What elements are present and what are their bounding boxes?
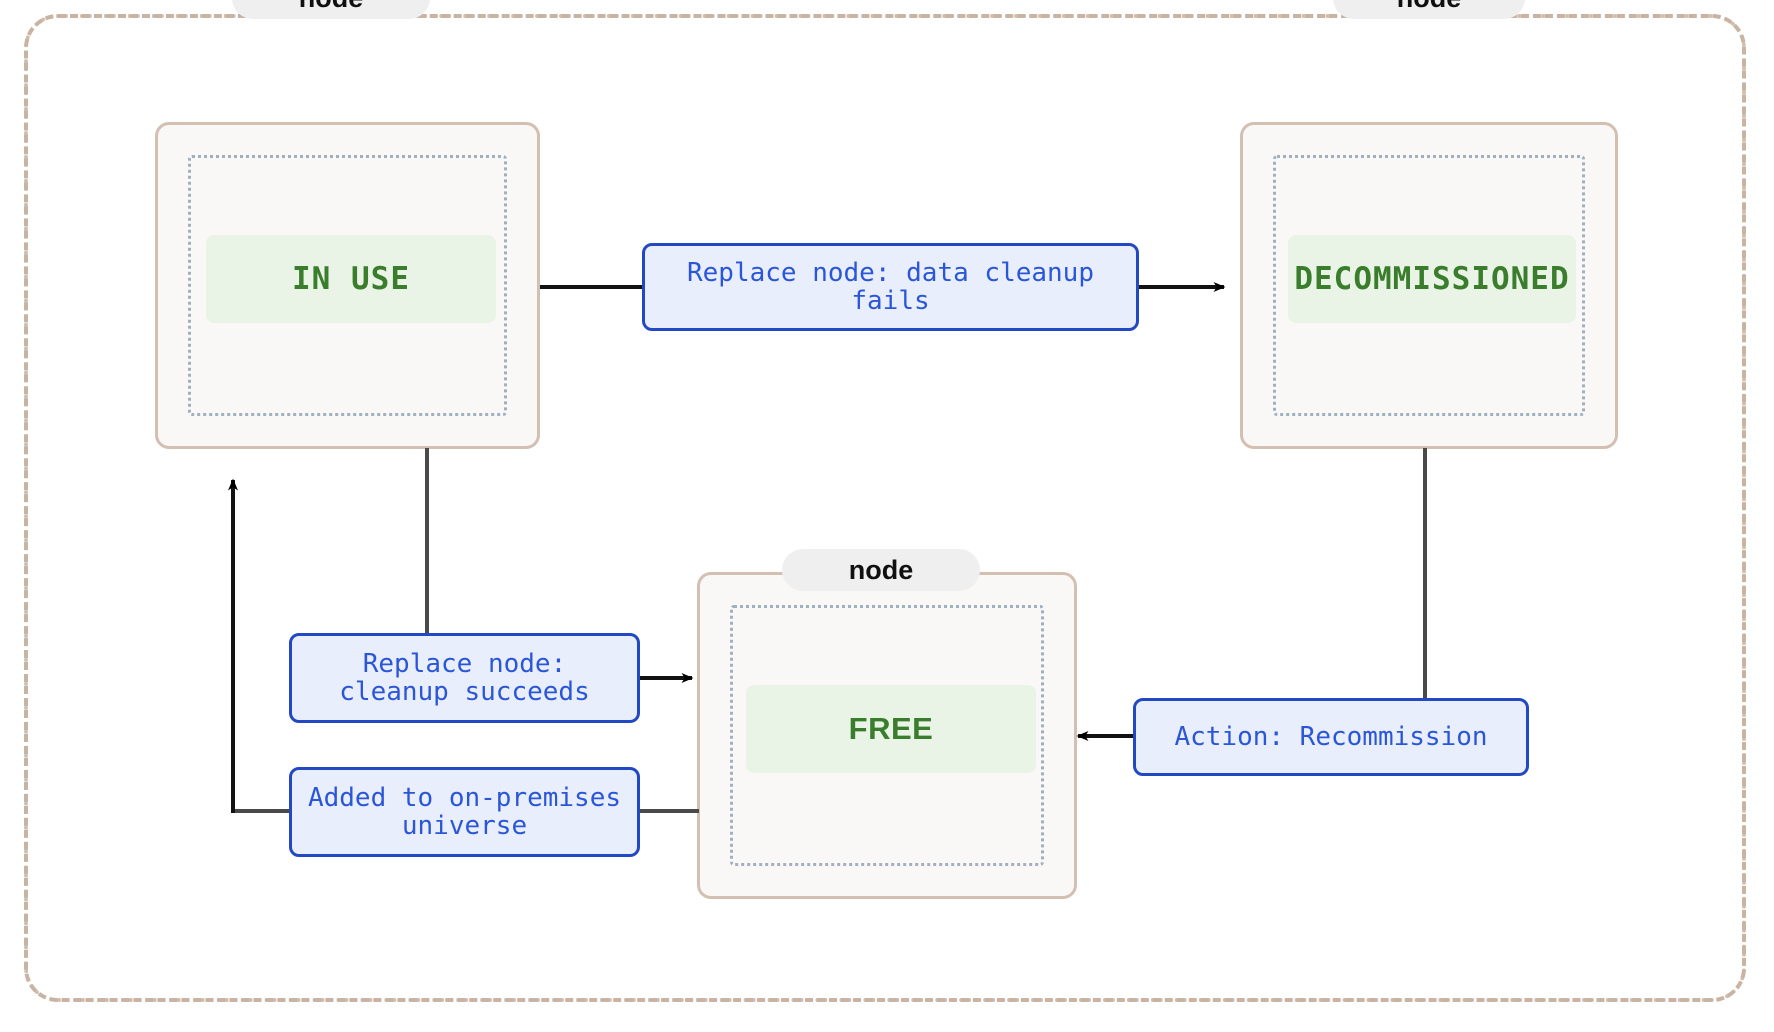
cluster-label-decommissioned: node [1333,0,1525,19]
node-cluster-in-use[interactable]: IN USE [155,122,540,449]
edge-label-line-1: Replace node: data cleanup [687,257,1094,288]
node-cluster-free[interactable]: FREE [697,572,1077,899]
edge-label-action-recommission[interactable]: Action: Recommission [1133,698,1529,776]
edge-label-replace-node-data-cleanup-fails[interactable]: Replace node: data cleanup fails [642,243,1139,331]
node-inner-boundary [730,605,1044,866]
node-cluster-decommissioned[interactable]: DECOMMISSIONED [1240,122,1618,449]
edge-label-line-1: Action: Recommission [1174,721,1488,752]
edge-label-line-2: universe [401,811,528,841]
state-in-use[interactable]: IN USE [206,235,496,323]
edge-label-line-2: fails [851,286,930,316]
edge-label-line-1: Replace node: [362,648,567,679]
node-inner-boundary [1273,155,1585,416]
node-inner-boundary [188,155,507,416]
edge-label-line-1: Added to on-premises [307,782,622,813]
edge-label-line-2: cleanup succeeds [339,677,590,707]
state-decommissioned[interactable]: DECOMMISSIONED [1288,235,1576,323]
cluster-label-in-use: node [232,0,430,19]
cluster-label-free: node [782,549,980,591]
edge-label-added-to-on-premises-universe[interactable]: Added to on-premises universe [289,767,640,857]
edge-label-replace-node-cleanup-succeeds[interactable]: Replace node: cleanup succeeds [289,633,640,723]
state-free[interactable]: FREE [746,685,1036,773]
